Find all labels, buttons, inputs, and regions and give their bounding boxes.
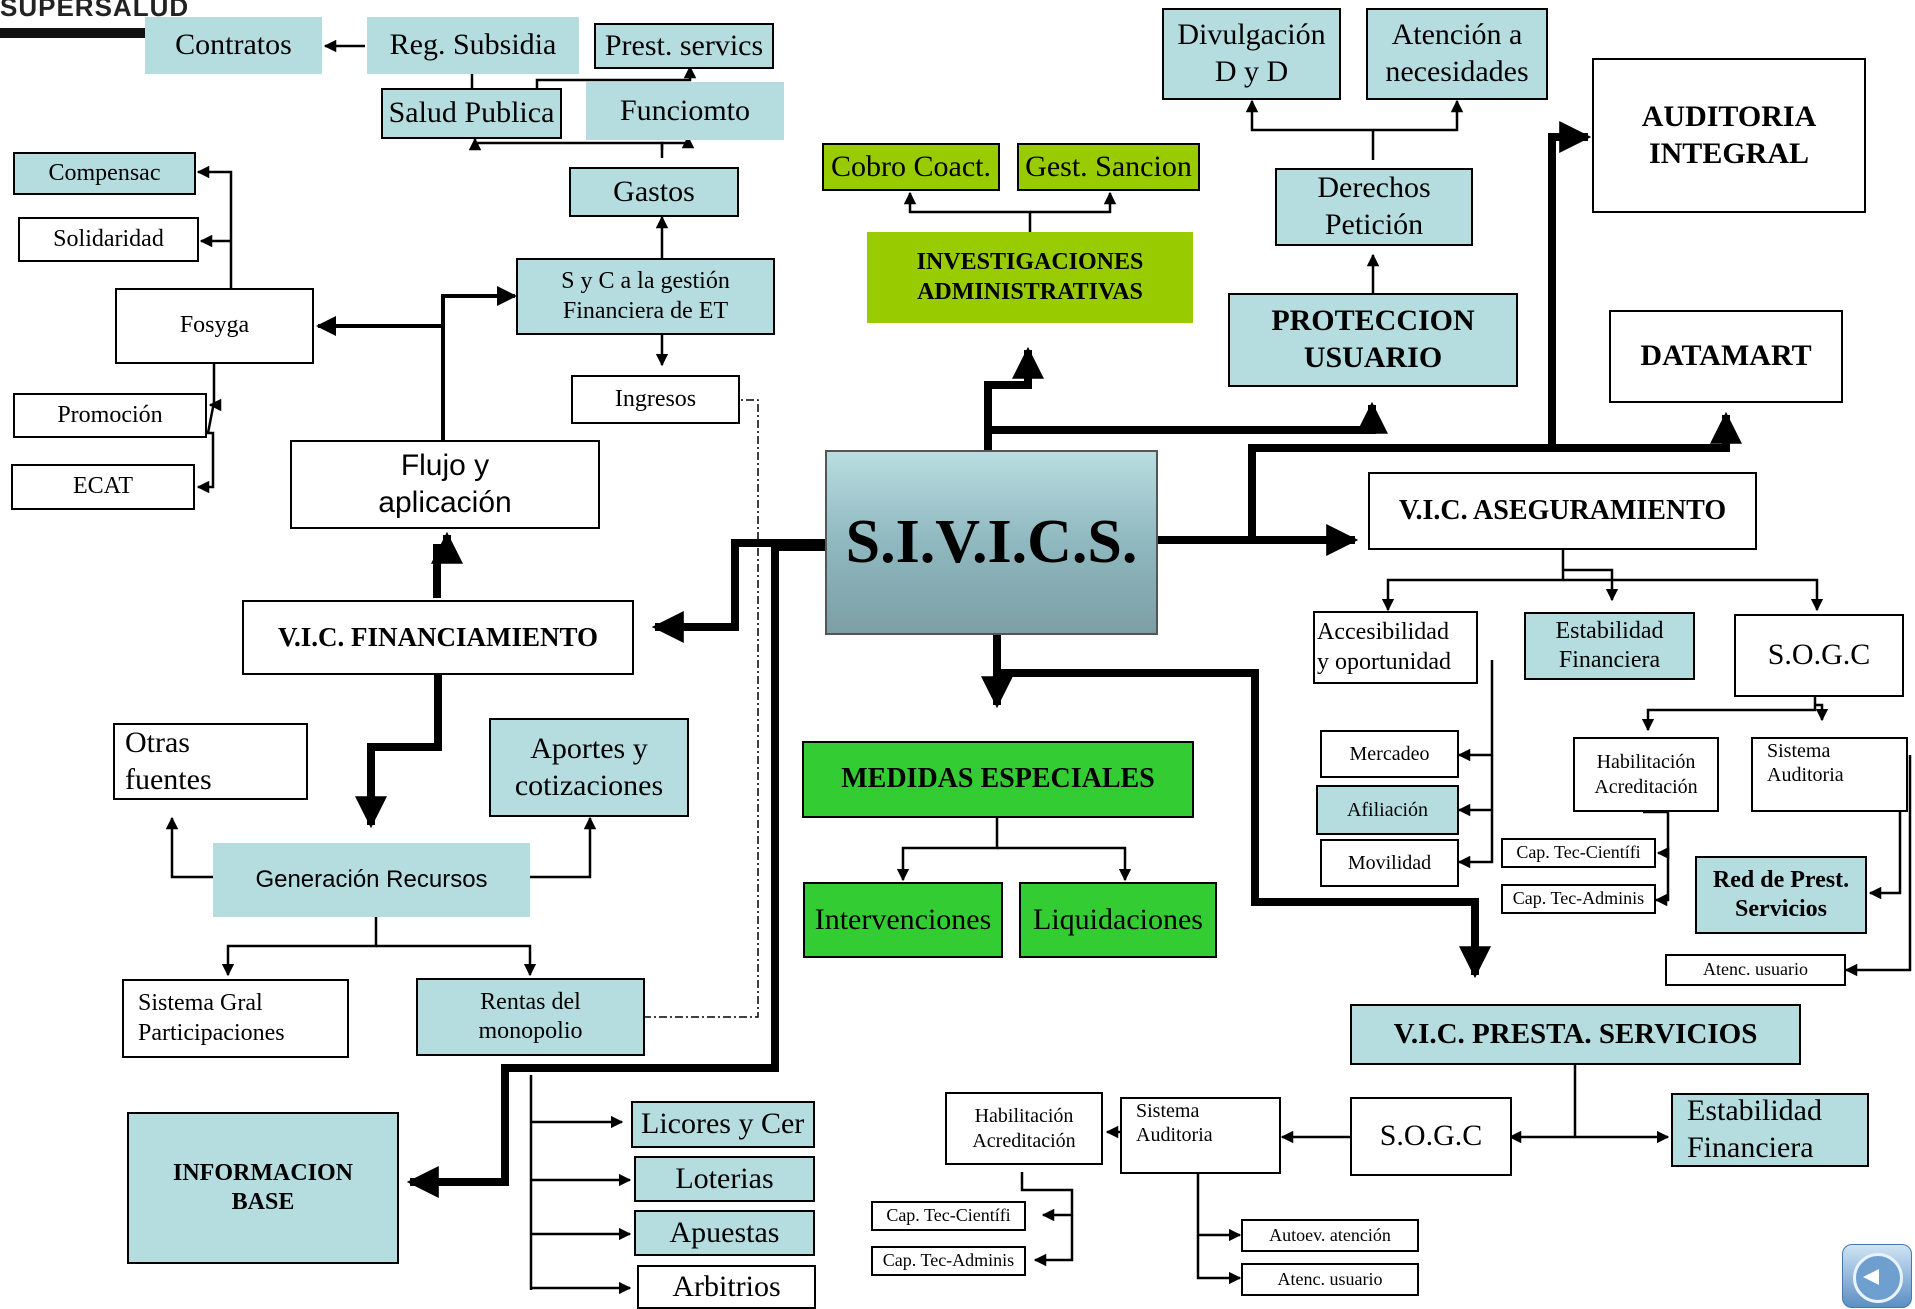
habilitacion-acreditacion-node[interactable]: Habilitación Acreditación [1573, 737, 1719, 812]
divulgacion-node[interactable]: Divulgación D y D [1162, 8, 1341, 100]
accesibilidad-oportunidad-node[interactable]: Accesibilidad y oportunidad [1313, 611, 1478, 684]
investigaciones-administrativas-node[interactable]: INVESTIGACIONES ADMINISTRATIVAS [867, 232, 1193, 323]
atencion-necesidades-node[interactable]: Atención a necesidades [1366, 8, 1548, 100]
vic-presta-servicios-node[interactable]: V.I.C. PRESTA. SERVICIOS [1350, 1004, 1801, 1065]
apuestas-node[interactable]: Apuestas [634, 1210, 815, 1256]
otras-fuentes-node[interactable]: Otras fuentes [113, 723, 308, 800]
gastos-node[interactable]: Gastos [569, 167, 739, 217]
cap-tec-adminis-node[interactable]: Cap. Tec-Adminis [1501, 884, 1656, 914]
salud-publica-node[interactable]: Salud Publica [381, 88, 562, 139]
sistema-auditoria-node[interactable]: Sistema Auditoria [1751, 737, 1908, 812]
reg-subsidia-node[interactable]: Reg. Subsidia [367, 17, 579, 74]
aportes-cotizaciones-node[interactable]: Aportes y cotizaciones [489, 718, 689, 817]
generacion-recursos-node[interactable]: Generación Recursos [213, 843, 530, 917]
estabilidad-financiera-node[interactable]: Estabilidad Financiera [1524, 612, 1695, 680]
auditoria-integral-node[interactable]: AUDITORIA INTEGRAL [1592, 58, 1866, 213]
mercadeo-node[interactable]: Mercadeo [1320, 730, 1459, 778]
cobro-coact-node[interactable]: Cobro Coact. [822, 143, 1000, 191]
habilitacion-acreditacion-presta-node[interactable]: Habilitación Acreditación [945, 1092, 1103, 1165]
logo-underline [0, 28, 150, 38]
cap-tec-cientifi-presta-node[interactable]: Cap. Tec-Científi [871, 1201, 1026, 1231]
gest-sancion-node[interactable]: Gest. Sancion [1017, 143, 1200, 191]
contratos-node[interactable]: Contratos [145, 17, 322, 74]
afiliacion-node[interactable]: Afiliación [1316, 785, 1459, 835]
informacion-base-node[interactable]: INFORMACION BASE [127, 1112, 399, 1264]
medidas-especiales-node[interactable]: MEDIDAS ESPECIALES [802, 741, 1194, 818]
red-prest-servicios-node[interactable]: Red de Prest. Servicios [1695, 856, 1867, 934]
ingresos-node[interactable]: Ingresos [571, 375, 740, 424]
loterias-node[interactable]: Loterias [634, 1156, 815, 1202]
sistema-gral-participaciones-node[interactable]: Sistema Gral Participaciones [122, 979, 349, 1058]
prest-servics-node[interactable]: Prest. servics [594, 23, 774, 69]
funciomto-node[interactable]: Funciomto [586, 82, 784, 140]
rentas-monopolio-node[interactable]: Rentas del monopolio [416, 978, 645, 1056]
liquidaciones-node[interactable]: Liquidaciones [1019, 882, 1217, 958]
atenc-usuario-presta-node[interactable]: Atenc. usuario [1241, 1263, 1419, 1296]
ecat-node[interactable]: ECAT [11, 464, 195, 510]
fosyga-node[interactable]: Fosyga [115, 288, 314, 364]
solidaridad-node[interactable]: Solidaridad [18, 217, 199, 262]
derechos-peticion-node[interactable]: Derechos Petición [1275, 168, 1473, 246]
back-arrow-triangle [1863, 1269, 1879, 1285]
sogc-aseguramiento-node[interactable]: S.O.G.C [1734, 614, 1904, 697]
licores-node[interactable]: Licores y Cer [631, 1101, 815, 1148]
intervenciones-node[interactable]: Intervenciones [803, 882, 1003, 958]
sistema-auditoria-presta-node[interactable]: Sistema Auditoria [1120, 1097, 1281, 1174]
proteccion-usuario-node[interactable]: PROTECCION USUARIO [1228, 293, 1518, 387]
promocion-node[interactable]: Promoción [13, 393, 207, 438]
vic-aseguramiento-node[interactable]: V.I.C. ASEGURAMIENTO [1368, 472, 1757, 550]
sivics-center-node[interactable]: S.I.V.I.C.S. [825, 450, 1158, 635]
compensac-node[interactable]: Compensac [13, 152, 196, 195]
datamart-node[interactable]: DATAMART [1609, 310, 1843, 403]
atenc-usuario-node[interactable]: Atenc. usuario [1665, 954, 1846, 986]
cap-tec-adminis-presta-node[interactable]: Cap. Tec-Adminis [871, 1246, 1026, 1276]
sogc-presta-node[interactable]: S.O.G.C [1350, 1097, 1512, 1176]
back-button[interactable] [1842, 1244, 1912, 1308]
autoev-atencion-node[interactable]: Autoev. atención [1241, 1219, 1419, 1252]
movilidad-node[interactable]: Movilidad [1320, 839, 1459, 887]
estabilidad-financiera-presta-node[interactable]: Estabilidad Financiera [1671, 1093, 1869, 1167]
arbitrios-node[interactable]: Arbitrios [637, 1265, 816, 1309]
vic-financiamiento-node[interactable]: V.I.C. FINANCIAMIENTO [242, 600, 634, 675]
syc-gestion-node[interactable]: S y C a la gestión Financiera de ET [516, 258, 775, 335]
cap-tec-cientifi-node[interactable]: Cap. Tec-Científi [1501, 838, 1656, 868]
supersalud-logo: SUPERSALUD [0, 0, 190, 22]
flujo-aplicacion-node[interactable]: Flujo y aplicación [290, 440, 600, 529]
